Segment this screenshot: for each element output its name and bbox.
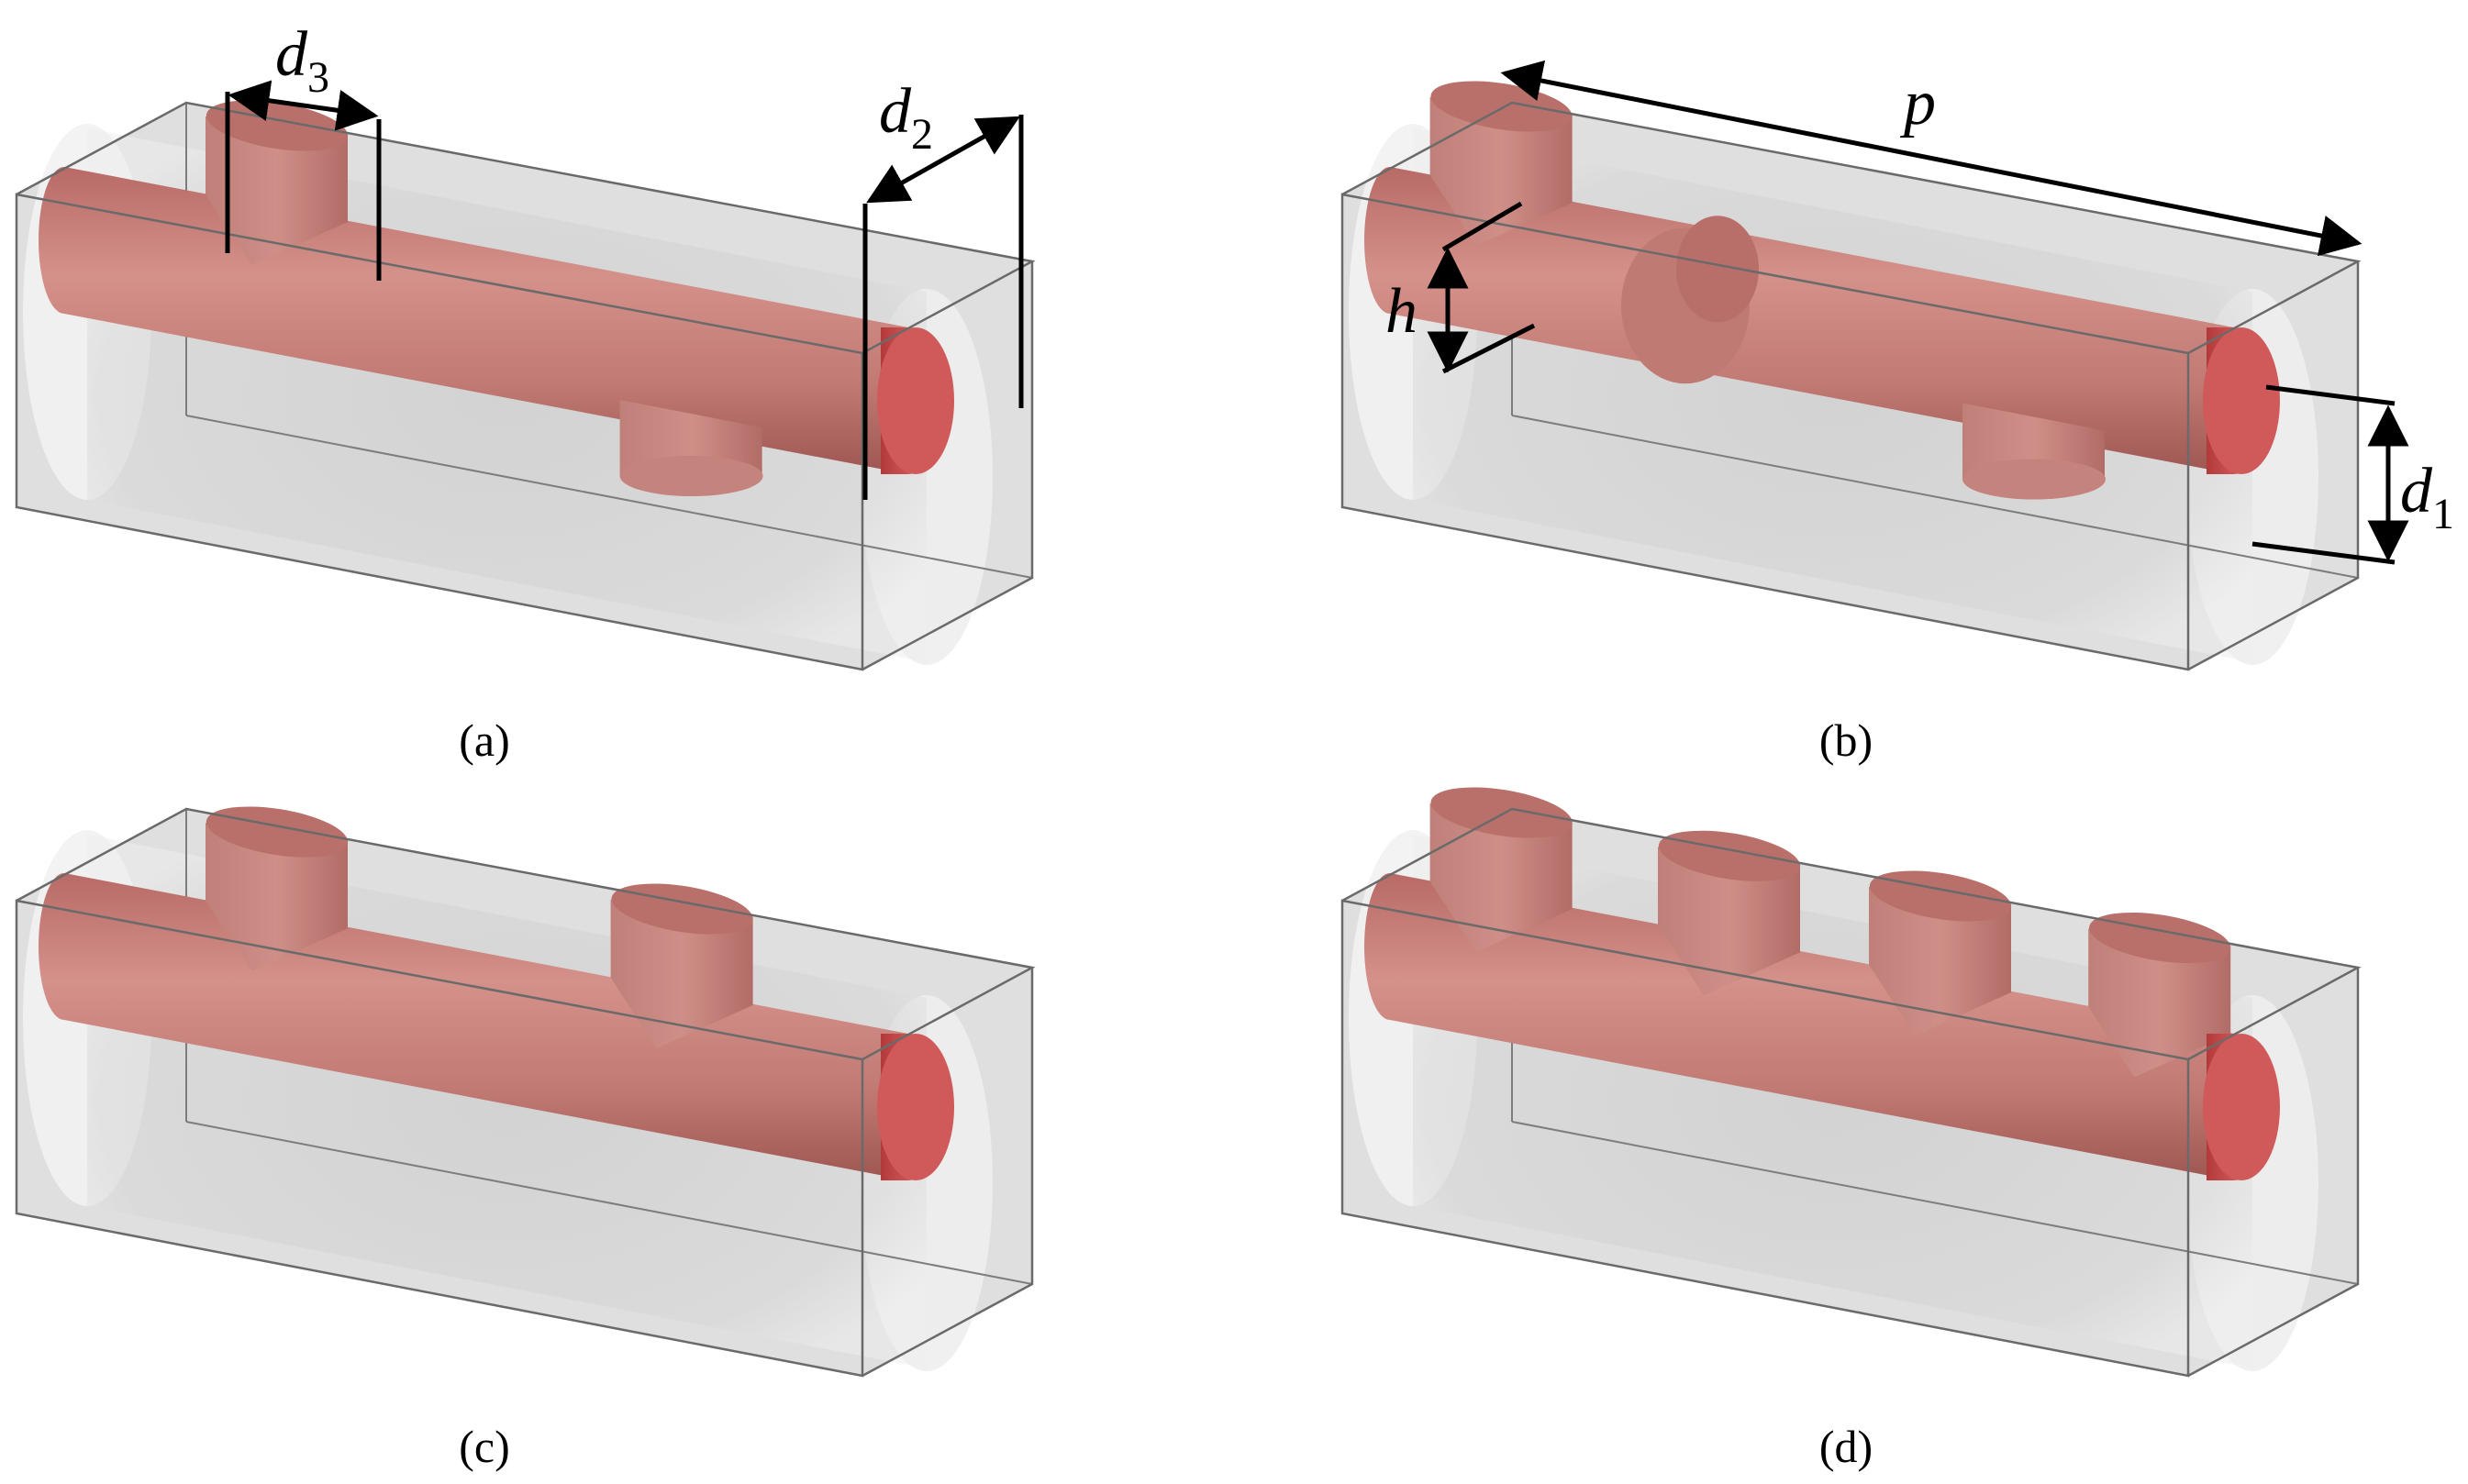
stub-top-3 bbox=[2088, 928, 2231, 1078]
box-top-edges bbox=[1341, 807, 2362, 1061]
box-right-edges bbox=[2187, 968, 2360, 1378]
panel-c bbox=[15, 806, 1036, 1378]
rod-body bbox=[1364, 873, 2234, 1180]
svg-text:d2: d2 bbox=[879, 76, 933, 159]
dimension-h: h bbox=[1385, 201, 1536, 374]
box-back-bottom-edge bbox=[185, 1121, 1033, 1285]
panel-d bbox=[1340, 787, 2362, 1378]
stub-bottom-2 bbox=[1962, 403, 2105, 480]
rod-end-face bbox=[877, 1034, 954, 1180]
box-back-bottom-edge bbox=[1511, 415, 2359, 579]
stub-top-1 bbox=[1658, 847, 1800, 996]
rod-end-face bbox=[2203, 1034, 2280, 1180]
stub-bottom-cap-1 bbox=[619, 456, 763, 496]
stub-top-cap-3 bbox=[2089, 912, 2231, 964]
stub-top-1 bbox=[610, 900, 753, 1048]
caption-a: (a) bbox=[459, 714, 510, 766]
box-right-edges bbox=[862, 261, 1034, 671]
stub-top-0 bbox=[206, 823, 348, 971]
dimension-d1: d1 bbox=[2251, 384, 2454, 565]
caption-d: (d) bbox=[1819, 1421, 1873, 1472]
stub-bottom-1 bbox=[619, 400, 762, 476]
stub-bottom-cap-2 bbox=[1962, 459, 2106, 500]
dimension-annotations: d3 d2 p h d1 bbox=[225, 19, 2454, 565]
stub-top-cap-0 bbox=[1430, 787, 1573, 838]
box-right-edges bbox=[862, 968, 1034, 1378]
stub-top-2 bbox=[1869, 887, 2011, 1035]
svg-text:d3: d3 bbox=[275, 19, 329, 102]
box-back-bottom-edge bbox=[1511, 1121, 2359, 1285]
panel-a bbox=[15, 100, 1036, 671]
box-right-edges bbox=[2187, 261, 2360, 671]
dimension-d3: d3 bbox=[225, 19, 382, 281]
caption-c: (c) bbox=[459, 1421, 510, 1472]
box-top-edges bbox=[16, 101, 1036, 355]
dimension-d2: d2 bbox=[862, 76, 1024, 500]
stub-top-0 bbox=[1429, 803, 1573, 952]
stub-front-top-1 bbox=[1676, 216, 1759, 323]
panel-b bbox=[1340, 81, 2362, 671]
box-back-bottom-edge bbox=[185, 415, 1033, 579]
rod-end-face bbox=[877, 327, 954, 474]
box-top-edges bbox=[16, 807, 1036, 1061]
svg-text:d1: d1 bbox=[2400, 456, 2454, 538]
dimension-p: p bbox=[1500, 60, 2362, 257]
svg-text:h: h bbox=[1385, 276, 1417, 347]
svg-text:p: p bbox=[1899, 68, 1936, 138]
caption-b: (b) bbox=[1819, 714, 1873, 766]
stub-top-0 bbox=[206, 116, 348, 265]
rod-end-face bbox=[2203, 327, 2280, 474]
